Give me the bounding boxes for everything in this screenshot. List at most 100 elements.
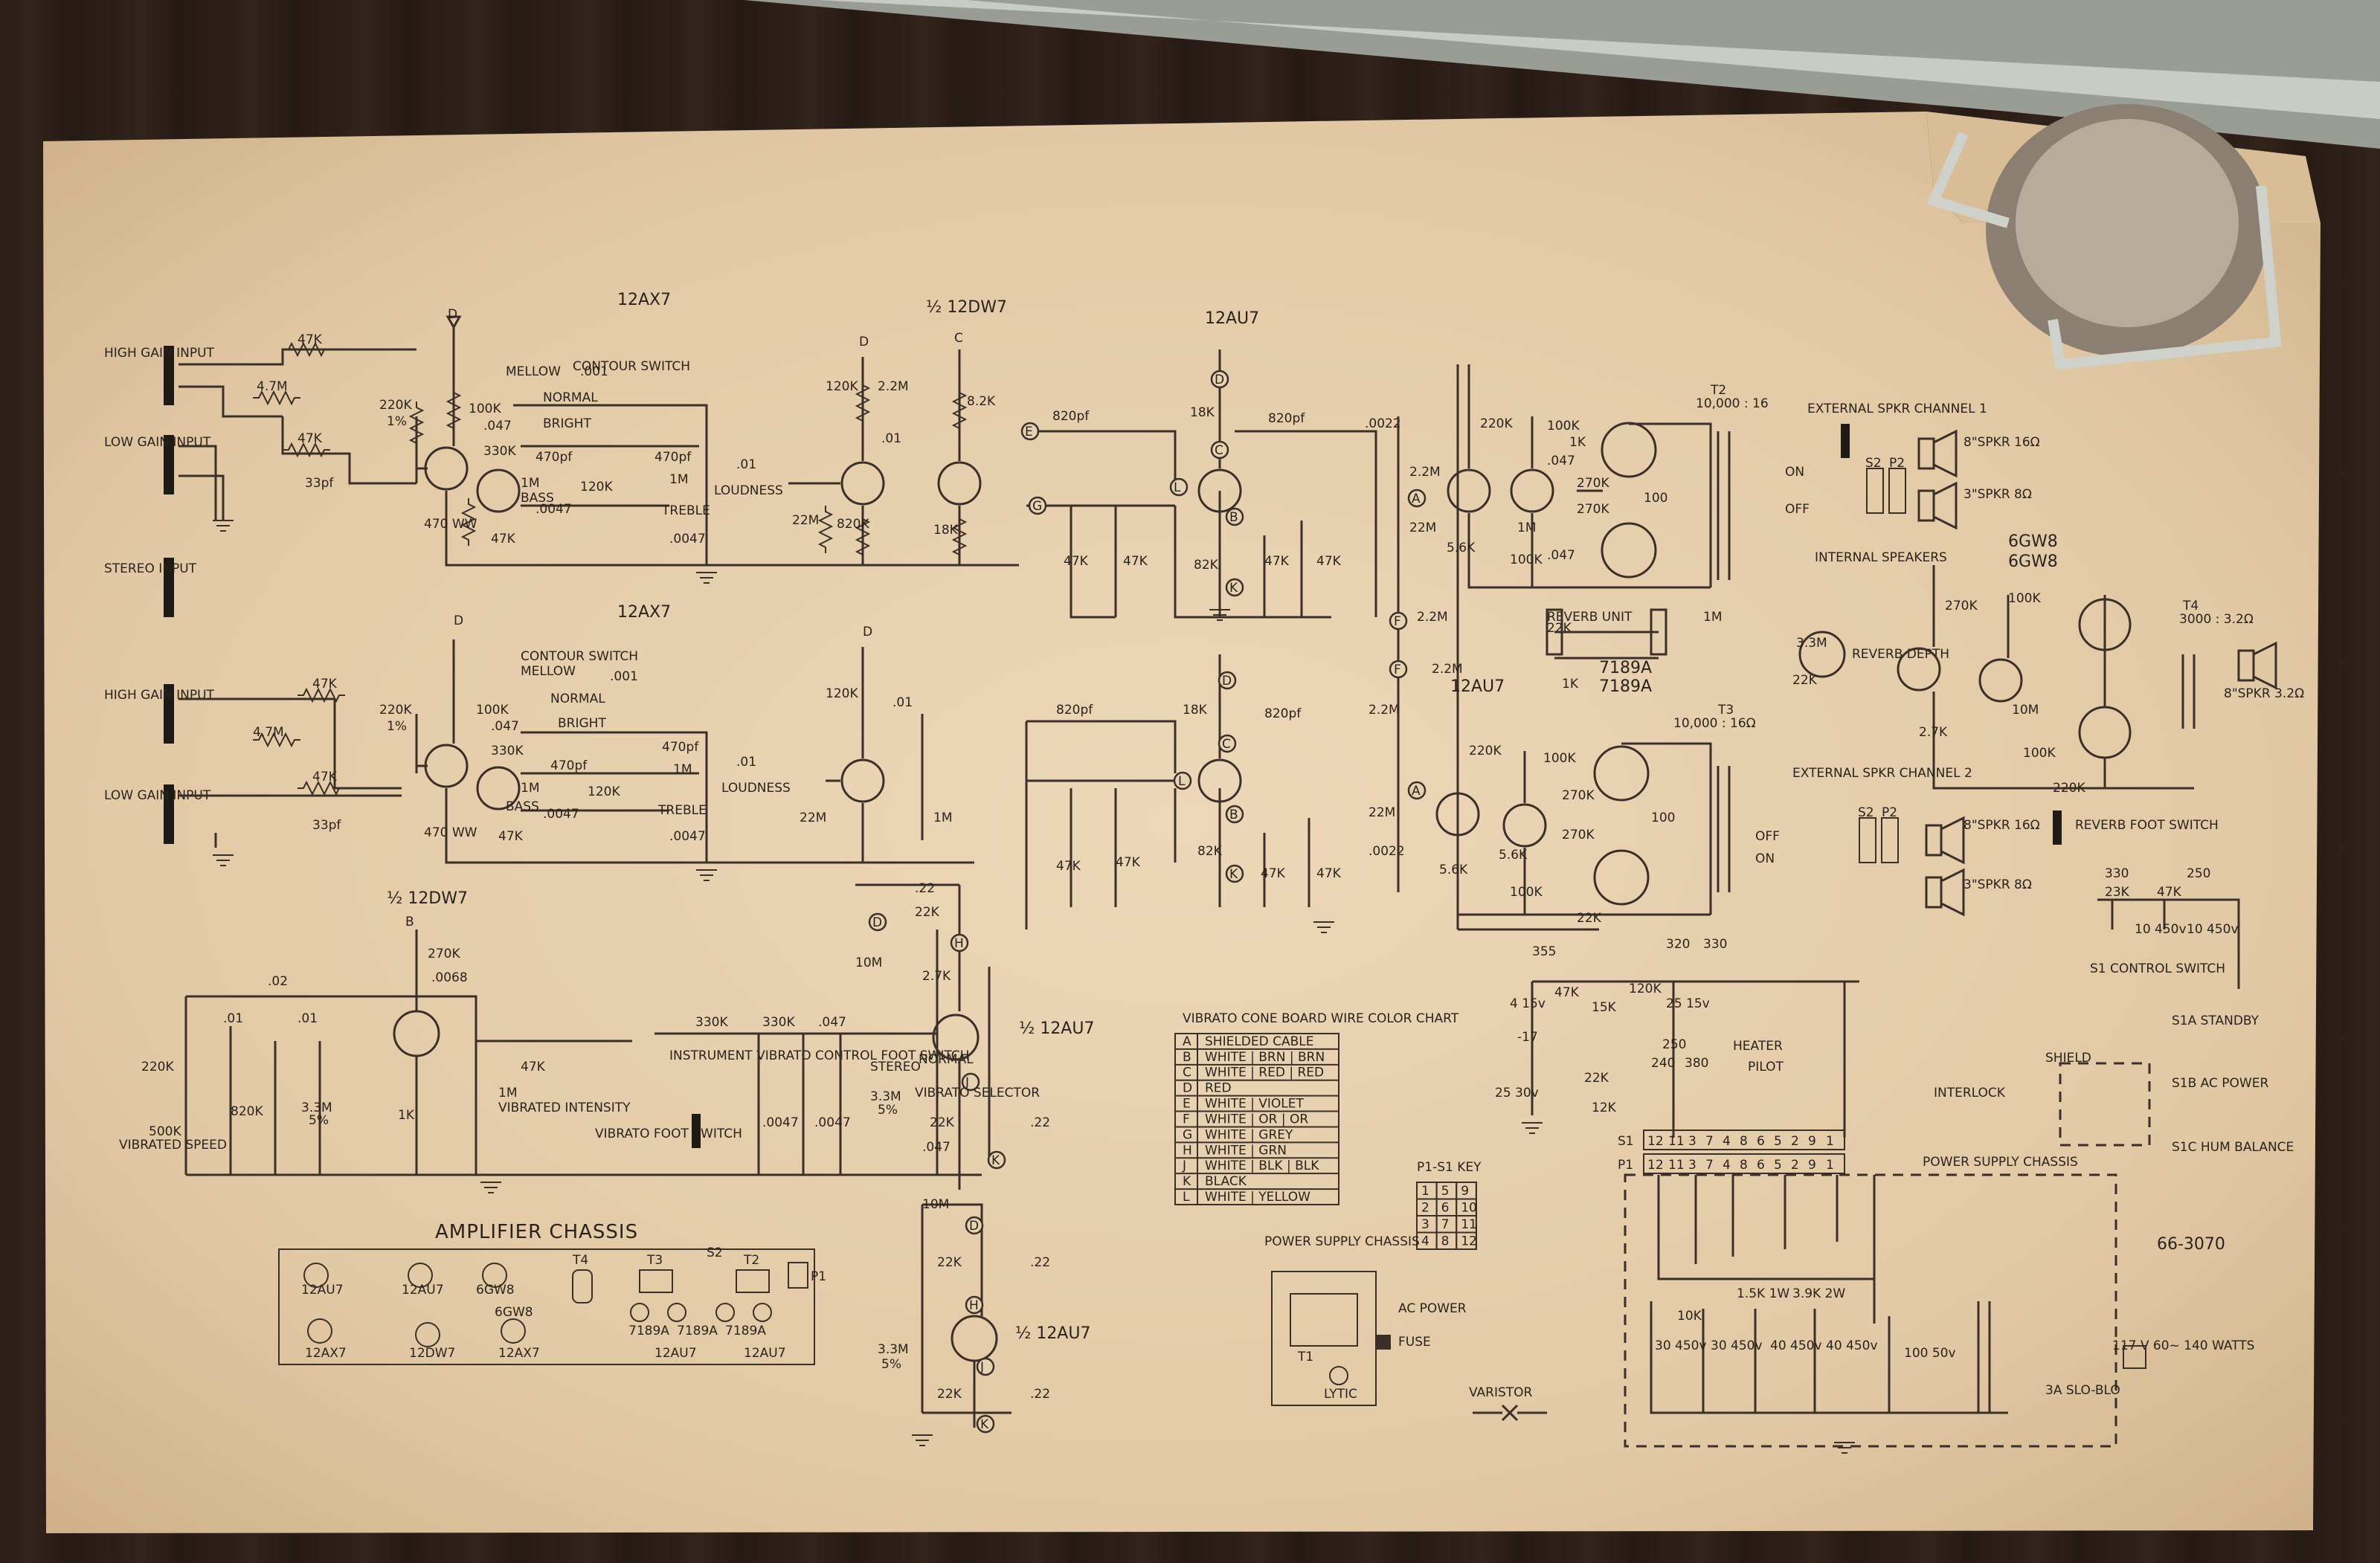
label: 22K	[937, 1255, 962, 1270]
label: 10K	[1677, 1309, 1702, 1324]
pin: 5	[1774, 1158, 1782, 1173]
label: 3.3M	[301, 1100, 332, 1115]
label: 250	[1662, 1037, 1686, 1052]
label: 1K	[1562, 677, 1579, 692]
label: 47K	[1116, 855, 1141, 870]
switch-label: S1B AC POWER	[2172, 1076, 2268, 1091]
label: 10M	[2012, 703, 2039, 718]
label: 330	[1703, 937, 1727, 952]
label: 2.2M	[878, 379, 909, 394]
key-cell-label: 5	[1441, 1184, 1450, 1199]
label: .01	[298, 1011, 318, 1026]
label: T4	[572, 1253, 588, 1268]
output-section: 2.2M 22M 2.2M 2.2M 2.2M 22M F F A A 220K…	[1368, 364, 2304, 931]
label: B	[1229, 510, 1238, 525]
label: 47K	[521, 1060, 546, 1074]
label: 470pf	[550, 758, 588, 773]
tube-label: 6GW8	[2008, 532, 2058, 551]
input-jack	[164, 684, 174, 744]
label: .001	[580, 364, 608, 379]
pin: 5	[1774, 1134, 1782, 1149]
table-row-value: WHITE | YELLOW	[1205, 1190, 1310, 1205]
label: 5%	[878, 1103, 898, 1118]
label: 1M	[933, 810, 952, 825]
label: 33pf	[305, 476, 334, 491]
label: 100K	[1543, 751, 1576, 766]
tube-symbol	[1502, 803, 1547, 848]
speaker-plug	[1888, 468, 1906, 514]
pin: 2	[1791, 1134, 1799, 1149]
input-jack	[164, 558, 174, 617]
input-label: HIGH GAIN INPUT	[104, 346, 215, 361]
label: E	[1025, 425, 1033, 439]
wire-node	[1028, 496, 1047, 515]
label: .047	[491, 719, 519, 734]
label: C	[1215, 443, 1223, 458]
key-cell	[1456, 1231, 1477, 1250]
label: 270K	[1945, 599, 1978, 613]
label: 355	[1532, 944, 1556, 959]
label: 2.2M	[1368, 703, 1400, 718]
key-cell-label: 7	[1441, 1217, 1450, 1232]
label: F	[1394, 614, 1401, 629]
wire-node	[1225, 805, 1244, 824]
switch-label: CONTOUR SWITCH	[573, 359, 690, 374]
label: MELLOW	[521, 664, 576, 679]
label: ON	[1755, 851, 1775, 866]
tube-symbol	[840, 461, 885, 506]
label: INTERNAL SPEAKERS	[1815, 550, 1947, 565]
tube-symbol	[476, 468, 521, 513]
wire-node	[976, 1414, 995, 1434]
switch-label: INSTRUMENT VIBRATO CONTROL FOOT SWITCH	[669, 1048, 969, 1063]
label: TREBLE	[657, 803, 707, 818]
key-cell-label: 11	[1461, 1217, 1477, 1232]
speaker-plug	[1881, 817, 1899, 863]
label: 220K	[141, 1060, 174, 1074]
label: FUSE	[1398, 1335, 1431, 1350]
pin: 6	[1757, 1134, 1765, 1149]
pin: 2	[1791, 1158, 1799, 1173]
label: AMPLIFIER CHASSIS	[435, 1221, 638, 1243]
label: .0022	[1368, 844, 1405, 859]
p1-pin-row: 12 11 3 7 4 8 6 5 2 9 1	[1643, 1153, 1845, 1174]
label: 330	[2105, 866, 2129, 881]
label: D	[969, 1219, 979, 1234]
label: D	[859, 335, 869, 349]
label: 330K	[483, 444, 516, 459]
tube-symbol	[1593, 745, 1650, 802]
label: 120K	[826, 379, 858, 394]
label: S2	[1865, 456, 1882, 471]
label: .0047	[536, 502, 572, 517]
table-row-key: A	[1183, 1034, 1191, 1049]
channel-2-preamp: 12AX7 47K 4.7M 47K 33pf D 220K 1% 100K .…	[178, 603, 1405, 929]
label: .22	[1030, 1115, 1050, 1130]
label: 500K	[149, 1124, 181, 1139]
label: J	[980, 1360, 984, 1375]
input-label: STEREO INPUT	[104, 561, 197, 576]
tube-symbol	[476, 766, 521, 810]
label: 25 15v	[1666, 996, 1710, 1011]
label: K	[980, 1417, 989, 1432]
label: T1	[1297, 1350, 1313, 1364]
tube-symbol	[1197, 468, 1242, 513]
tube-symbol	[1601, 522, 1657, 579]
document-number: 66-3070	[2157, 1235, 2225, 1254]
label: 1M	[521, 476, 539, 491]
table-row-value: WHITE | GREY	[1205, 1127, 1293, 1142]
tube-position-label: 7189A	[725, 1324, 766, 1338]
label: 22K	[1577, 911, 1602, 926]
pin: 4	[1723, 1134, 1731, 1149]
label: 120K	[580, 480, 613, 494]
label: 120K	[1629, 982, 1662, 996]
label: 10M	[922, 1197, 949, 1212]
label: 47K	[1316, 866, 1342, 881]
label: .22	[915, 881, 935, 896]
label: 3000 : 3.2Ω	[2179, 612, 2254, 627]
key-cell-label: 2	[1421, 1201, 1429, 1216]
tube-label: ½ 12AU7	[1019, 1019, 1094, 1038]
input-label: LOW GAIN INPUT	[104, 788, 211, 803]
wire-node	[1389, 611, 1408, 631]
label: 1K	[398, 1108, 415, 1123]
label: 47K	[498, 829, 524, 844]
tube-position-label: 12AX7	[498, 1346, 540, 1361]
